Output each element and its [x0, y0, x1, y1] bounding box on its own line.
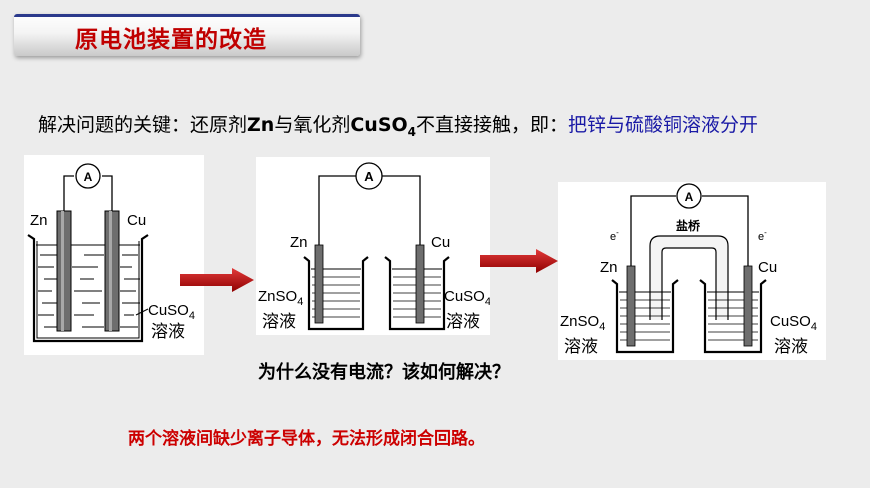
electron-left-label: e- [610, 228, 619, 243]
key-suffix: 不直接接触，即： [416, 114, 569, 136]
left-beaker-outline [303, 256, 369, 331]
title-accent-line [14, 14, 360, 17]
key-zn: Zn [247, 114, 275, 136]
salt-bridge-label: 盐桥 [676, 218, 701, 233]
electron-right-label: e- [758, 228, 767, 243]
ammeter-label: A [84, 170, 93, 184]
cu-label: Cu [431, 234, 450, 251]
title-banner [14, 14, 360, 56]
copper-electrode [743, 265, 753, 347]
key-prefix: 解决问题的关键：还原剂 [38, 114, 248, 136]
solution-formula: CuSO4 [148, 302, 195, 322]
key-statement: 解决问题的关键：还原剂Zn与氧化剂CuSO4不直接接触，即：把锌与硫酸铜溶液分开 [38, 110, 758, 139]
key-mid: 与氧化剂 [274, 114, 351, 136]
left-solution-formula: ZnSO4 [560, 313, 605, 333]
diagram-salt-bridge: A e- e- 盐桥 Zn Cu ZnSO4 溶液 CuSO4 溶液 [558, 182, 826, 360]
ammeter-icon [75, 163, 101, 189]
left-solution-word: 溶液 [564, 337, 598, 356]
two-beakers-svg: A Zn Cu ZnSO4 溶液 CuSO4 溶液 [258, 162, 490, 331]
arrow-right-icon [480, 249, 558, 273]
copper-electrode [415, 244, 425, 324]
single-beaker-svg: A Zn Cu CuSO4 溶液 [27, 163, 195, 343]
left-solution-formula: ZnSO4 [258, 288, 303, 308]
zinc-electrode [314, 244, 324, 324]
answer-text: 两个溶液间缺少离子导体，无法形成闭合回路。 [128, 429, 485, 449]
zn-label: Zn [600, 259, 618, 276]
diagram-two-beakers: A Zn Cu ZnSO4 溶液 CuSO4 溶液 [256, 157, 490, 335]
ammeter-label: A [364, 169, 374, 184]
left-solution-word: 溶液 [262, 312, 296, 331]
right-solution-formula: CuSO4 [444, 288, 490, 308]
left-beaker-outline [611, 279, 679, 354]
arrow-right-icon [180, 268, 254, 292]
key-cuso: CuSO [350, 114, 408, 136]
key-sub: 4 [407, 124, 417, 139]
zn-label: Zn [290, 234, 308, 251]
right-solution-word: 溶液 [774, 337, 808, 356]
ammeter-icon [676, 183, 702, 209]
key-highlight: 把锌与硫酸铜溶液分开 [568, 114, 759, 136]
right-beaker-outline [384, 256, 450, 331]
slide-title: 原电池装置的改造 [75, 27, 267, 53]
right-solution-formula: CuSO4 [770, 313, 817, 333]
diagram-single-beaker: A Zn Cu CuSO4 溶液 [24, 155, 204, 355]
salt-bridge-svg: A e- e- 盐桥 Zn Cu ZnSO4 溶液 CuSO4 溶液 [560, 183, 817, 356]
ammeter-icon [355, 162, 383, 190]
solution-word: 溶液 [151, 322, 185, 341]
zn-label: Zn [30, 212, 48, 229]
zinc-electrode [626, 265, 636, 347]
right-solution-word: 溶液 [446, 312, 480, 331]
beaker-outline [27, 234, 149, 343]
cu-label: Cu [127, 212, 146, 229]
ammeter-label: A [685, 190, 694, 204]
question-text: 为什么没有电流？该如何解决？ [258, 362, 510, 383]
right-beaker-outline [699, 279, 767, 354]
cu-label: Cu [758, 259, 777, 276]
